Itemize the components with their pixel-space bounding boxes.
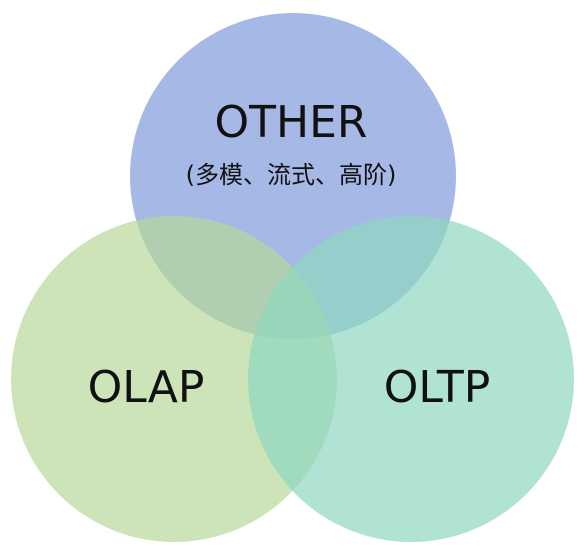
label-oltp: OLTP (384, 362, 491, 413)
circle-olap (11, 216, 337, 542)
label-other: OTHER (215, 97, 368, 148)
sublabel-other: (多模、流式、高阶) (186, 161, 397, 189)
circle-oltp (248, 216, 574, 542)
label-olap: OLAP (88, 362, 205, 413)
